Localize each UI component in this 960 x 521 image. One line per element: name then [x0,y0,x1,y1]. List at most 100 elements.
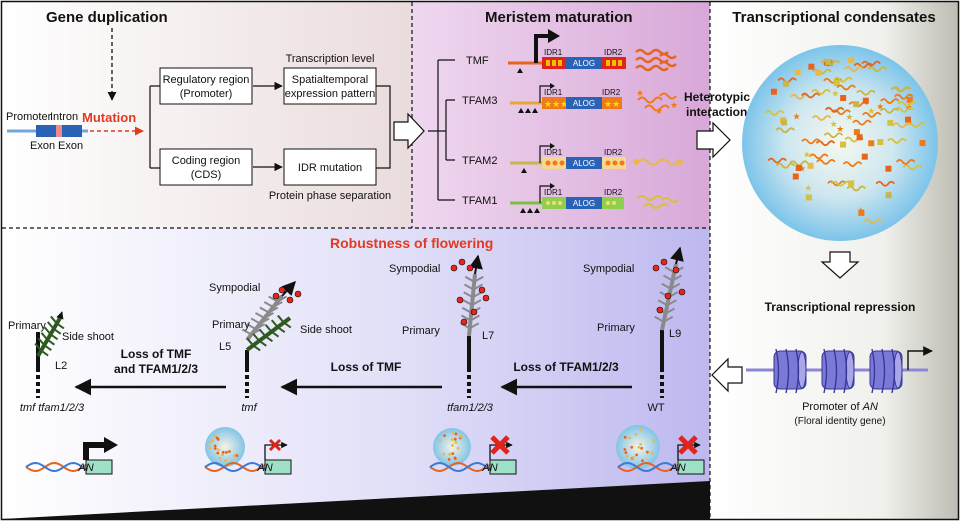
dna-wrap [833,348,838,394]
condensate-protein [853,129,860,136]
mini-protein [442,452,446,456]
gene-name-tfam3: TFAM3 [462,95,497,107]
tmf-idr1: IDR1 [544,48,563,57]
sympodial-leaf [661,282,681,290]
svg-text:★★★: ★★★ [544,99,568,109]
flower-bud [478,286,486,294]
condensate-protein [811,89,831,95]
condensate-protein [767,157,787,164]
mini-protein [216,438,220,441]
tmf-primary-label: Primary [212,319,250,331]
an-label-wt: AN [669,462,685,474]
condensate-droplet [742,45,938,241]
flower-bud [656,306,664,314]
expression-pattern-box [283,67,377,105]
construct-tmf [508,29,626,73]
mini-protein [216,448,220,452]
condensate-protein [863,218,883,225]
an-gene-box [85,459,113,475]
tfam1-idr2: IDR2 [604,188,623,197]
side-leaf [46,321,62,335]
condensate-protein [867,66,888,73]
gene-promoter-label: Promoter [6,111,52,123]
condensate-protein [808,63,815,70]
condensate-protein [831,109,851,116]
condensate-protein [897,101,918,107]
condensate-protein [833,79,840,86]
condensate-protein: ★ [836,124,844,134]
floral-identity-label: (Floral identity gene) [794,416,885,427]
tfam3-idr2: IDR2 [602,88,621,97]
mini-condensate [433,428,471,466]
plant-wt [652,246,686,398]
dna-wrap [785,348,790,394]
condensate-protein: ★ [857,205,865,215]
nucleosome-face [893,351,903,389]
mini-protein [443,434,447,438]
condensate-protein: ★ [845,112,853,122]
an-gene-box [489,459,517,475]
condensate-protein [775,162,796,169]
flower-bud [672,266,680,274]
tfam3-alog: ALOG [573,99,595,108]
flower-bud [278,286,286,294]
condensate-protein [840,141,847,148]
tfam2-protein-squiggles [633,158,683,166]
flower-bud [470,308,478,316]
condensate-protein [770,88,777,95]
condensate-protein [800,92,821,99]
flower-bud [466,264,474,272]
flower-bud [456,296,464,304]
transcriptional-repression-label: Transcriptional repression [765,300,916,314]
gene-exon-left-label: Exon [30,140,55,152]
loss-both-label-2: and TFAM1/2/3 [114,362,198,376]
condensate-protein [823,132,844,139]
construct-tfam1 [510,183,624,213]
wt-primary-label: Primary [597,322,635,334]
robustness-panel [2,228,710,519]
meristem-title: Meristem maturation [485,9,633,26]
condensate-protein [880,98,900,104]
tmftfam-primary-label: Primary [8,320,46,332]
condensate-protein [815,69,822,76]
side-shoot [245,316,292,352]
side-leaf [34,342,49,357]
transcription-arrow [489,441,513,460]
tfam3-star-marks: ★★★ [636,88,678,116]
svg-text:★: ★ [636,88,644,98]
mini-protein [450,438,454,441]
coding-region-box [159,148,253,186]
mini-protein [211,439,215,442]
an-promoter-label: Promoter of AN [802,401,878,413]
condensate-protein [794,68,801,75]
mini-protein [208,446,212,450]
condensate-protein [816,158,836,165]
coding-region-line2: (CDS) [191,169,222,181]
mini-protein [624,451,628,454]
apex-arrow [469,254,483,275]
repression-cross [268,438,282,452]
mini-protein [652,439,656,443]
apex-arrow [281,280,296,297]
an-label-tmf: AN [256,462,272,474]
side-leaf [264,324,280,338]
flower-bud [458,258,466,266]
sympodial-leaf [464,275,484,283]
condensate-protein [764,110,785,116]
condensate-protein [853,101,860,108]
tfam3-idr1: IDR1 [544,88,563,97]
tfam1-alog: ALOG [573,199,595,208]
condensate-protein [905,116,912,123]
mini-protein [221,450,225,454]
an-locus-tmf [204,427,292,475]
flower-bud [460,318,468,326]
plant-tmf [241,280,302,398]
mini-protein [650,451,654,455]
idr-mutation-label: IDR mutation [298,162,362,174]
gene-duplication-title: Gene duplication [46,9,168,26]
side-leaf [277,314,292,329]
condensate-to-repression-arrow [820,251,860,279]
mini-protein [459,434,462,438]
gene-merge-bracket [376,85,391,169]
